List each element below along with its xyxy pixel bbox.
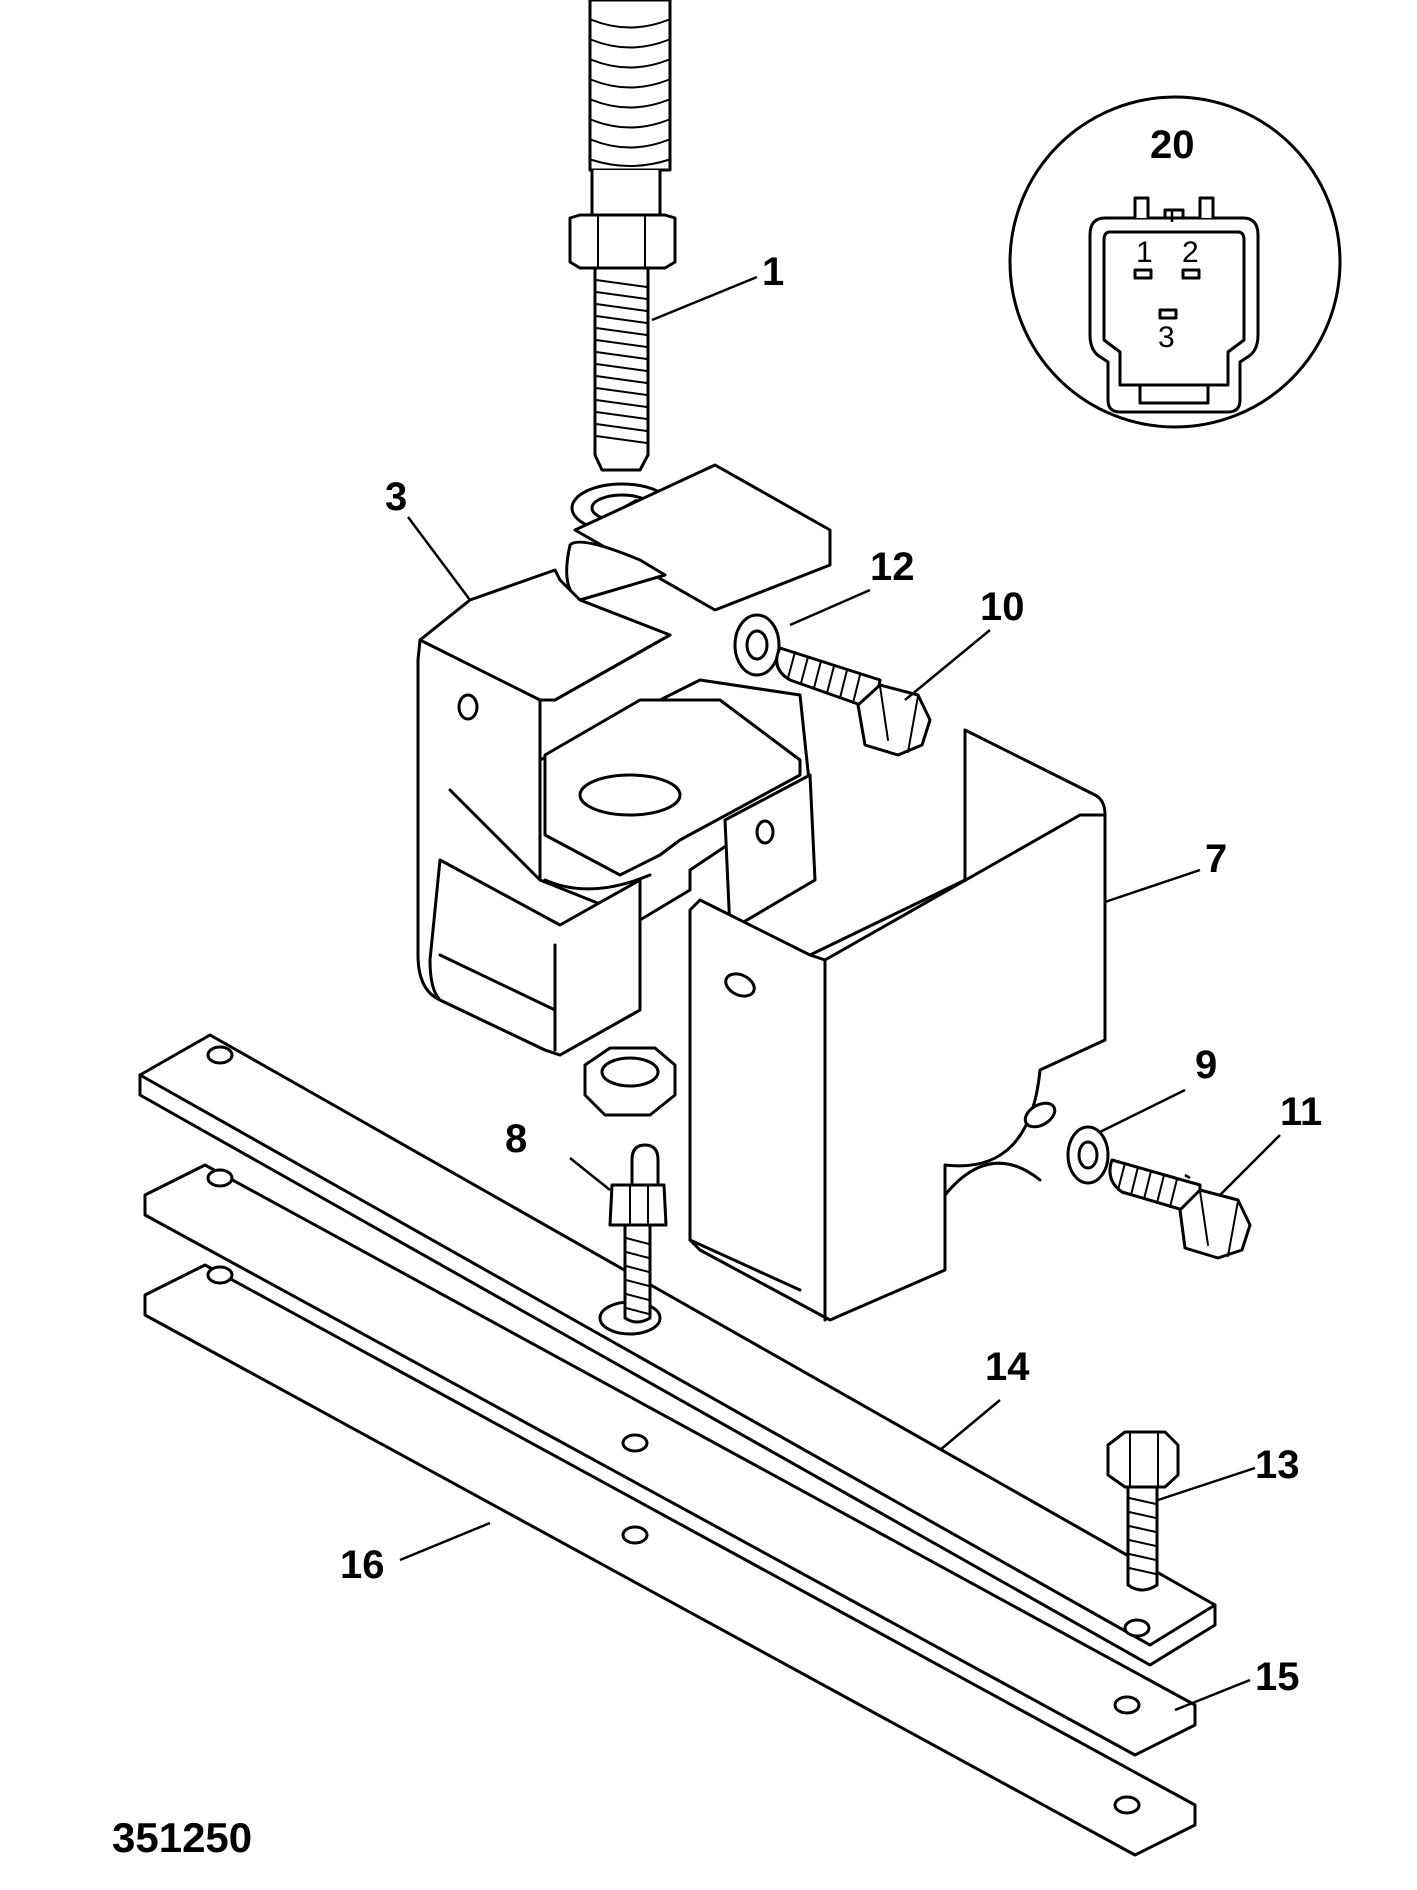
connector-pin-1: 1 bbox=[1136, 236, 1153, 269]
label-11: 11 bbox=[1280, 1090, 1322, 1134]
leader-lines bbox=[399, 210, 1281, 1712]
label-20: 20 bbox=[1150, 123, 1195, 167]
label-7: 7 bbox=[1205, 837, 1227, 881]
callout-labels: 1 3 7 8 9 10 11 12 13 14 15 16 20 bbox=[340, 123, 1322, 1699]
sensor-stud-part-1 bbox=[568, 0, 677, 534]
plate-part-15 bbox=[143, 1163, 1197, 1757]
label-14: 14 bbox=[985, 1345, 1030, 1389]
label-8: 8 bbox=[505, 1117, 527, 1161]
bolt-part-10 bbox=[775, 646, 932, 757]
bolt-part-11 bbox=[1108, 1158, 1252, 1260]
washer-part-12 bbox=[733, 613, 781, 677]
label-13: 13 bbox=[1255, 1443, 1300, 1487]
label-3: 3 bbox=[385, 475, 407, 519]
connector-pin-3: 3 bbox=[1158, 321, 1175, 354]
connector-pin-2: 2 bbox=[1182, 236, 1199, 269]
bolt-part-13 bbox=[1106, 1430, 1180, 1592]
connector-detail: 1 2 3 bbox=[1008, 95, 1342, 429]
label-1: 1 bbox=[762, 250, 784, 294]
washer-part-9 bbox=[1066, 1125, 1110, 1185]
figure-number: 351250 bbox=[112, 1814, 252, 1861]
label-9: 9 bbox=[1195, 1043, 1217, 1087]
stud-part-8 bbox=[608, 1143, 668, 1324]
label-15: 15 bbox=[1255, 1655, 1300, 1699]
nut-part bbox=[583, 1046, 677, 1117]
label-16: 16 bbox=[340, 1543, 385, 1587]
label-12: 12 bbox=[870, 545, 915, 589]
guard-part-7 bbox=[688, 728, 1107, 1322]
label-10: 10 bbox=[980, 585, 1025, 629]
bracket-part-3 bbox=[416, 463, 832, 1057]
plate-part-16 bbox=[143, 1263, 1197, 1857]
